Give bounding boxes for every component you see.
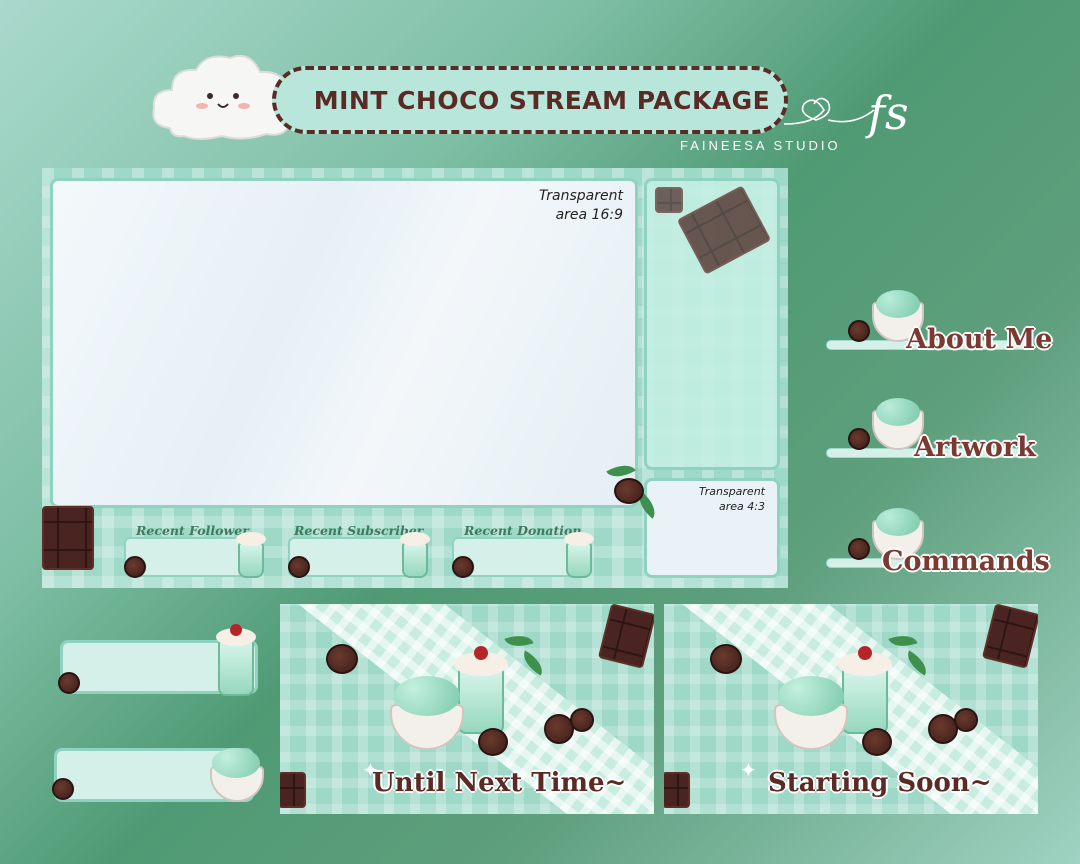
page-title: MINT CHOCO STREAM PACKAGE xyxy=(313,85,771,115)
cherry-icon xyxy=(230,624,242,636)
transparent-area-4-3: Transparent area 4:3 xyxy=(644,478,780,578)
sparkle-icon: ✦ xyxy=(362,758,379,782)
cookie-icon xyxy=(288,556,310,578)
chocolate-truffle-icon xyxy=(862,728,892,756)
mint-leaf-icon xyxy=(888,629,918,653)
milkshake-icon xyxy=(566,542,592,578)
panel-about-me: About Me xyxy=(826,290,1052,370)
cookie-icon xyxy=(58,672,80,694)
whipped-cream xyxy=(236,532,266,546)
sparkle-icon: ✦ xyxy=(740,758,757,782)
stream-overlay: Transparent area 16:9 Transparent area 4… xyxy=(42,168,788,588)
ice-cream-icon xyxy=(394,676,460,716)
chocolate-truffle-icon xyxy=(326,644,358,674)
chocolate-bar-icon xyxy=(280,772,306,808)
recent-donation-box xyxy=(452,537,588,577)
whipped-cream xyxy=(216,628,256,646)
chocolate-bar-icon xyxy=(981,604,1038,669)
brand-logo: fs xyxy=(868,86,909,140)
recent-subscriber-box xyxy=(288,537,424,577)
ice-cream-icon xyxy=(212,748,260,778)
cookie-icon xyxy=(452,556,474,578)
panel-commands: Commands xyxy=(826,508,1050,588)
chocolate-truffle-icon xyxy=(614,478,644,504)
cookie-icon xyxy=(52,778,74,800)
chocolate-bar-icon xyxy=(664,772,690,808)
cookie-icon xyxy=(544,714,574,744)
recent-subscriber-label: Recent Subscriber xyxy=(294,523,424,538)
recent-donation-label: Recent Donation xyxy=(464,523,582,538)
panel-base xyxy=(826,340,1030,350)
brand-name: FAINEESA STUDIO xyxy=(680,138,841,153)
chocolate-bar-icon xyxy=(676,185,772,275)
cookie-icon xyxy=(928,714,958,744)
recent-follower-label: Recent Follower xyxy=(136,523,249,538)
cherry-icon xyxy=(474,646,488,660)
cookie-icon xyxy=(570,708,594,732)
heart-icon xyxy=(784,97,875,125)
panel-label: Commands xyxy=(882,546,1050,577)
milkshake-icon xyxy=(218,640,254,696)
ice-cream-icon xyxy=(876,508,920,536)
panel-label: About Me xyxy=(906,324,1053,355)
milkshake-icon xyxy=(238,542,264,578)
scene-title: Until Next Time~ xyxy=(372,768,627,798)
milkshake-icon xyxy=(402,542,428,578)
cam-frame-large xyxy=(644,178,780,470)
scene-starting-soon: ✦ Starting Soon~ xyxy=(664,604,1038,814)
transparent-area-16-9: Transparent area 16:9 xyxy=(50,178,638,508)
chocolate-truffle-icon xyxy=(848,428,870,450)
whipped-cream xyxy=(400,532,430,546)
chocolate-truffle-icon xyxy=(710,644,742,674)
chocolate-truffle-icon xyxy=(478,728,508,756)
panel-artwork: Artwork xyxy=(826,398,1036,478)
ice-cream-icon xyxy=(876,398,920,426)
milkshake-icon xyxy=(842,668,888,734)
panel-base xyxy=(826,448,1030,458)
scene-until-next-time: ✦ Until Next Time~ xyxy=(280,604,654,814)
scene-title: Starting Soon~ xyxy=(768,768,992,798)
ice-cream-icon xyxy=(778,676,844,716)
cam-area-note: Transparent area 4:3 xyxy=(698,485,765,513)
cookie-icon xyxy=(124,556,146,578)
panel-label: Artwork xyxy=(914,432,1036,463)
chocolate-truffle-icon xyxy=(848,320,870,342)
panel-base xyxy=(826,558,1030,568)
chocolate-bar-icon xyxy=(655,187,683,213)
chocolate-bar-icon xyxy=(597,604,654,669)
chocolate-truffle-icon xyxy=(848,538,870,560)
chocolate-bar-icon xyxy=(42,506,94,570)
cookie-icon xyxy=(954,708,978,732)
milkshake-icon xyxy=(458,668,504,734)
cherry-icon xyxy=(858,646,872,660)
whipped-cream xyxy=(564,532,594,546)
main-area-note: Transparent area 16:9 xyxy=(538,188,623,223)
title-banner: MINT CHOCO STREAM PACKAGE xyxy=(272,66,788,134)
ice-cream-icon xyxy=(876,290,920,318)
mint-leaf-icon xyxy=(504,629,534,653)
